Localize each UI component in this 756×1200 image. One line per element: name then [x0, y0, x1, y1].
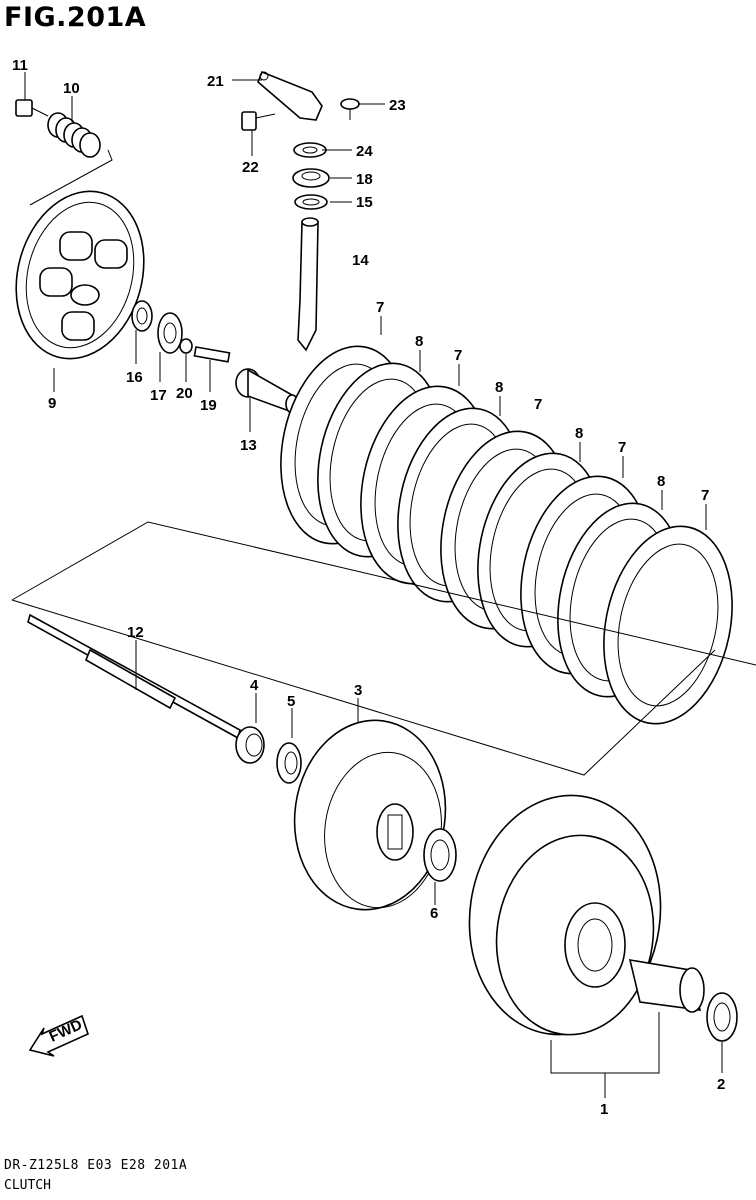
callout-8-d: 8: [657, 473, 665, 490]
callout-8-c: 8: [575, 425, 583, 442]
part-13-release-rod[interactable]: [235, 368, 299, 414]
callout-9: 9: [48, 395, 56, 412]
callout-7-c: 7: [534, 396, 542, 413]
callout-6: 6: [430, 905, 438, 922]
part-11-bolt[interactable]: [15, 99, 49, 117]
fwd-arrow-icon: FWD: [28, 1014, 89, 1057]
callout-8-a: 8: [415, 333, 423, 350]
callout-12: 12: [127, 624, 144, 641]
callout-22: 22: [242, 159, 259, 176]
callout-24: 24: [356, 143, 373, 160]
part-4-bearing[interactable]: [235, 726, 265, 764]
part-7-drive-plate-5[interactable]: [587, 514, 750, 735]
callout-10: 10: [63, 80, 80, 97]
callout-4: 4: [250, 677, 259, 694]
leader-lines: [24, 72, 723, 1098]
group-name: CLUTCH: [4, 1178, 51, 1193]
part-21-release-lever[interactable]: [257, 70, 323, 121]
part-20-nut[interactable]: [179, 338, 193, 354]
assembly-bracket-upper: [29, 149, 113, 206]
clutch-plate-stack: [280, 345, 750, 735]
callout-1: 1: [600, 1101, 608, 1118]
part-17-bearing[interactable]: [157, 312, 183, 354]
callout-labels: 11 10 9 21 22 23 24 18 15 14 16 17 20 19…: [12, 57, 725, 1118]
part-1-clutch-housing[interactable]: [454, 783, 705, 1047]
part-23-screw[interactable]: [340, 98, 360, 120]
callout-7-e: 7: [701, 487, 709, 504]
callout-23: 23: [389, 97, 406, 114]
callout-18: 18: [356, 171, 373, 188]
callout-8-b: 8: [495, 379, 503, 396]
part-5-spacer[interactable]: [276, 742, 302, 784]
part-10-spring[interactable]: [47, 112, 101, 158]
part-14-release-shaft[interactable]: [297, 217, 319, 352]
model-code: DR-Z125L8 E03 E28 201A: [4, 1158, 188, 1173]
callout-7-d: 7: [618, 439, 626, 456]
callout-11: 11: [12, 57, 28, 74]
part-24-washer[interactable]: [293, 142, 327, 158]
callout-16: 16: [126, 369, 143, 386]
part-15-washer[interactable]: [294, 194, 328, 210]
callout-7-a: 7: [376, 299, 384, 316]
part-18-oil-seal[interactable]: [292, 168, 330, 188]
callout-3: 3: [354, 682, 362, 699]
part-16-washer[interactable]: [131, 300, 153, 332]
callout-19: 19: [200, 397, 217, 414]
callout-17: 17: [150, 387, 167, 404]
callout-2: 2: [717, 1076, 725, 1093]
assembly-bracket-bottom: [11, 599, 716, 776]
part-9-pressure-plate[interactable]: [0, 177, 162, 373]
callout-13: 13: [240, 437, 257, 454]
part-6-washer[interactable]: [423, 828, 457, 882]
part-2-washer[interactable]: [706, 992, 738, 1042]
part-3-clutch-hub[interactable]: [283, 710, 458, 919]
part-22-screw[interactable]: [241, 111, 276, 131]
callout-7-b: 7: [454, 347, 462, 364]
callout-15: 15: [356, 194, 373, 211]
callout-5: 5: [287, 693, 295, 710]
callout-20: 20: [176, 385, 193, 402]
callout-21: 21: [207, 73, 224, 90]
callout-14: 14: [352, 252, 369, 269]
assembly-bracket-lower: [11, 521, 756, 666]
part-19-screw[interactable]: [193, 346, 231, 363]
exploded-parts-diagram: FWD 11 10 9 21: [0, 57, 756, 1118]
figure-title: FIG.201A: [4, 2, 147, 33]
